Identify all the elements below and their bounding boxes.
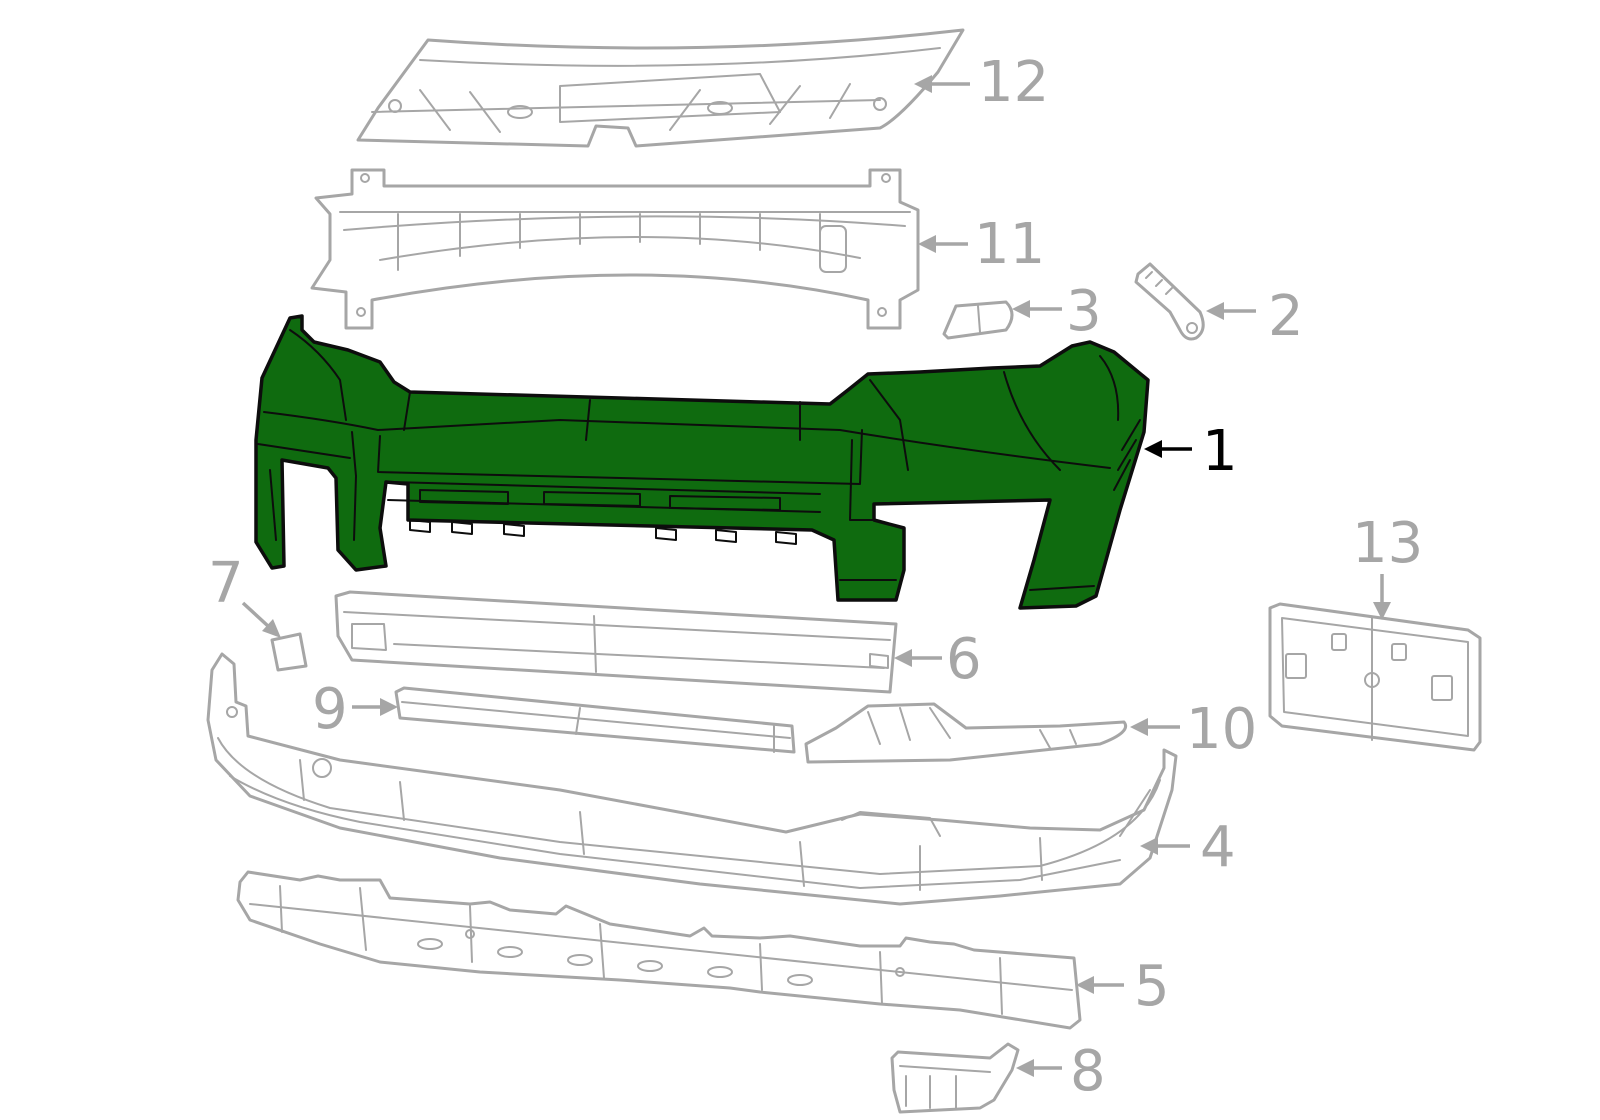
part-6-trim-strip[interactable]: [334, 590, 898, 694]
part-11-reinforcement-beam[interactable]: [310, 168, 920, 330]
part-9-trim-bar[interactable]: [394, 686, 796, 754]
callout-3[interactable]: 3: [1066, 279, 1102, 344]
callout-8[interactable]: 8: [1070, 1039, 1106, 1104]
part-3-small-cover[interactable]: [942, 300, 1014, 340]
leader-6: [894, 649, 942, 667]
callout-7[interactable]: 7: [208, 551, 244, 616]
part-2-bracket[interactable]: [1134, 262, 1205, 341]
part-4-lower-fascia[interactable]: [206, 652, 1178, 906]
leader-4: [1140, 837, 1190, 855]
leader-12: [914, 75, 970, 93]
part-5-absorber[interactable]: [236, 870, 1082, 1030]
callout-labels: 12 11 3 2 1 13 7 6 9 10 4 5 8: [208, 50, 1423, 1104]
leader-8: [1016, 1059, 1062, 1077]
callout-10[interactable]: 10: [1186, 697, 1257, 762]
leaders: [241, 75, 1391, 1077]
leader-13: [1373, 574, 1391, 620]
part-7-clip[interactable]: [270, 632, 308, 672]
callout-4[interactable]: 4: [1200, 815, 1236, 880]
part-13-license-bracket[interactable]: [1268, 602, 1482, 752]
part-10-side-trim[interactable]: [804, 702, 1127, 764]
callout-1[interactable]: 1: [1202, 419, 1238, 484]
leader-2: [1206, 302, 1256, 320]
leader-9: [352, 698, 398, 716]
part-12-upper-panel[interactable]: [356, 28, 965, 148]
callout-5[interactable]: 5: [1134, 954, 1170, 1019]
leader-3: [1012, 300, 1062, 318]
part-8-end-cap[interactable]: [890, 1042, 1020, 1114]
callout-2[interactable]: 2: [1268, 284, 1304, 349]
leader-11: [918, 235, 968, 253]
leader-1: [1144, 440, 1192, 458]
callout-11[interactable]: 11: [974, 212, 1045, 277]
callout-13[interactable]: 13: [1352, 511, 1423, 576]
leader-5: [1076, 976, 1124, 994]
leader-10: [1130, 718, 1180, 736]
callout-6[interactable]: 6: [946, 627, 982, 692]
callout-12[interactable]: 12: [978, 50, 1049, 115]
leader-7: [241, 601, 281, 638]
part-1-bumper-fascia[interactable]: [254, 314, 1150, 610]
callout-9[interactable]: 9: [312, 677, 348, 742]
